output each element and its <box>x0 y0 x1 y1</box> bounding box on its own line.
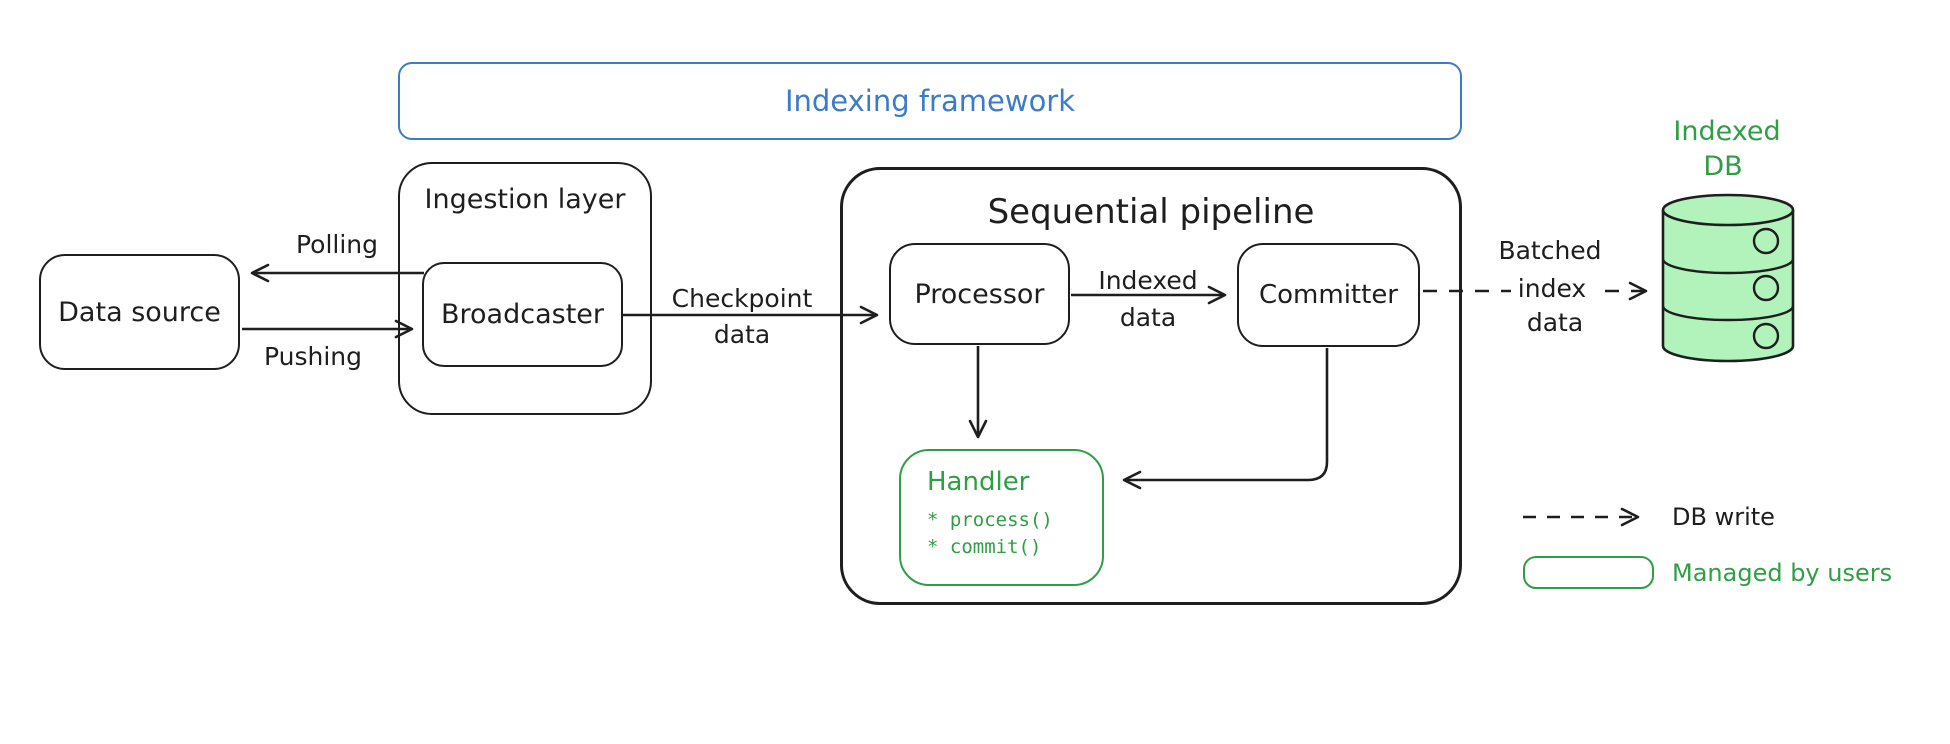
batched-label-line2: index <box>1472 274 1632 303</box>
pushing-label: Pushing <box>263 342 362 371</box>
data-source-label: Data source <box>58 296 221 328</box>
indexed-db-label-line2: DB <box>1703 151 1743 182</box>
data-source-node: Data source <box>39 254 240 370</box>
checkpoint-label-line1: Checkpoint <box>671 284 813 313</box>
indexed-label-line1: Indexed <box>1098 266 1198 295</box>
batched-label-line1: Batched <box>1498 236 1602 265</box>
committer-node: Committer <box>1237 243 1420 347</box>
ingestion-layer-label: Ingestion layer <box>424 184 626 215</box>
indexed-db-label-line1: Indexed <box>1673 116 1781 147</box>
processor-label: Processor <box>914 278 1045 310</box>
polling-label: Polling <box>295 230 379 259</box>
checkpoint-label-line2: data <box>713 320 771 349</box>
broadcaster-node: Broadcaster <box>422 262 623 367</box>
sequential-pipeline-label: Sequential pipeline <box>987 192 1315 232</box>
batched-label-line3: data <box>1526 308 1584 337</box>
broadcaster-label: Broadcaster <box>441 299 604 330</box>
handler-method-commit: * commit() <box>927 536 1042 558</box>
frame-title: Indexing framework <box>784 84 1076 118</box>
processor-node: Processor <box>889 243 1070 345</box>
committer-label: Committer <box>1258 280 1398 310</box>
sequential-pipeline-node: Sequential pipeline <box>840 167 1462 605</box>
indexed-label-line2: data <box>1119 303 1177 332</box>
ingestion-layer-node: Ingestion layer <box>398 162 652 415</box>
legend-managed-label: Managed by users <box>1672 559 1893 587</box>
indexed-db-cylinder-icon <box>1661 193 1795 363</box>
legend-db-write-label: DB write <box>1672 503 1775 531</box>
handler-title: Handler <box>927 467 1030 497</box>
indexing-framework-frame: Indexing framework <box>398 62 1462 140</box>
handler-method-process: * process() <box>927 509 1053 531</box>
legend-managed-chip-icon <box>1523 556 1654 589</box>
handler-node: Handler * process() * commit() <box>899 449 1104 586</box>
